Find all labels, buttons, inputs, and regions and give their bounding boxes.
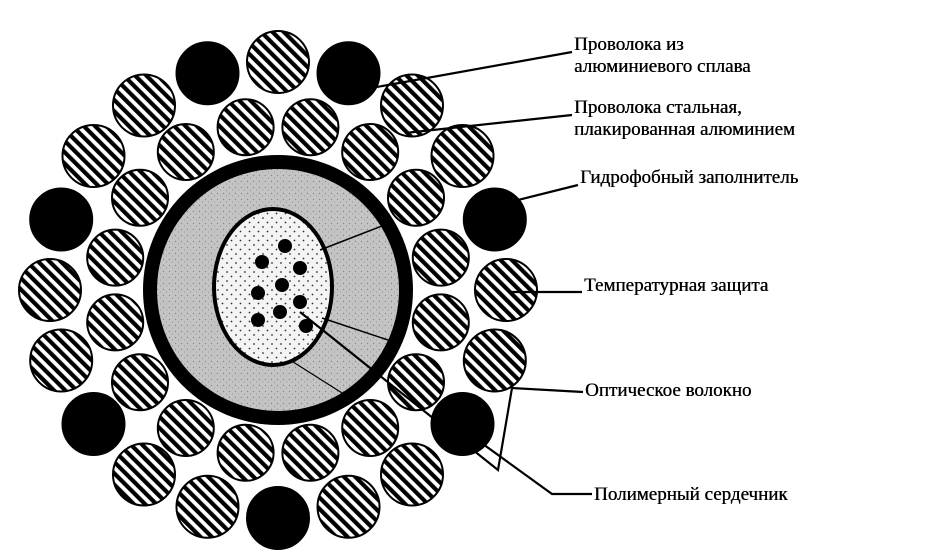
optical-fiber <box>273 305 287 319</box>
steel-aluminium-clad-wire <box>175 41 240 106</box>
optical-fiber <box>278 239 292 253</box>
steel-aluminium-clad-wire <box>462 187 527 252</box>
steel-aluminium-clad-wire <box>246 486 310 550</box>
tube-crack-3 <box>289 359 351 399</box>
label-temperature-protection: Температурная защита <box>584 275 769 296</box>
aluminium-alloy-wire <box>281 98 340 157</box>
leader-alloy-wire <box>359 50 573 92</box>
label-optical-fiber: Оптическое волокно <box>585 380 752 401</box>
optical-fibers <box>251 239 313 333</box>
aluminium-alloy-wire <box>156 123 215 181</box>
aluminium-alloy-wire <box>281 423 340 482</box>
aluminium-alloy-wire <box>111 168 169 227</box>
label-alloy-wire: Проволока из алюминиевого сплава <box>574 34 751 78</box>
tube-crack-2 <box>321 317 389 341</box>
aluminium-alloy-wire <box>387 353 445 412</box>
tube-crack-1 <box>319 221 393 251</box>
aluminium-alloy-wire <box>474 258 538 322</box>
optical-fiber <box>255 255 269 269</box>
label-hydrophobic-filler: Гидрофобный заполнитель <box>580 167 799 188</box>
aluminium-alloy-wire <box>246 30 310 94</box>
label-alloy-wire-line1: Проволока из <box>574 34 684 55</box>
aluminium-alloy-wire <box>430 124 495 188</box>
steel-aluminium-clad-wire <box>61 392 126 456</box>
inner-wire-layer <box>86 98 470 482</box>
optical-fiber <box>293 261 307 275</box>
optical-fiber <box>293 295 307 309</box>
optical-fiber <box>251 313 265 327</box>
aluminium-alloy-wire <box>29 328 94 393</box>
aluminium-alloy-wire <box>341 123 400 181</box>
aluminium-alloy-wire <box>411 293 470 352</box>
optical-fiber <box>299 319 313 333</box>
label-steel-wire-line2: плакированная алюминием <box>574 119 795 140</box>
aluminium-alloy-wire <box>341 399 400 457</box>
label-alloy-wire-line2: алюминиевого сплава <box>574 56 751 77</box>
aluminium-alloy-wire <box>175 474 240 539</box>
aluminium-alloy-wire <box>216 423 275 482</box>
aluminium-alloy-wire <box>380 73 444 138</box>
leader-optical-fiber <box>299 311 584 473</box>
aluminium-alloy-wire <box>86 293 145 352</box>
label-steel-wire: Проволока стальная, плакированная алюмин… <box>574 97 795 141</box>
aluminium-alloy-wire <box>86 228 145 287</box>
aluminium-alloy-wire <box>112 73 176 138</box>
aluminium-alloy-wire <box>216 98 275 157</box>
aluminium-alloy-wire <box>387 168 445 227</box>
steel-aluminium-clad-wire <box>316 41 381 106</box>
leader-filler <box>469 183 579 214</box>
aluminium-alloy-wire <box>61 124 126 188</box>
aluminium-alloy-wire <box>156 399 215 457</box>
aluminium-alloy-wire <box>316 474 381 539</box>
aluminium-alloy-wire <box>18 258 82 322</box>
aluminium-alloy-wire <box>411 228 470 287</box>
outer-wire-layer <box>18 30 538 550</box>
aluminium-alloy-wire <box>380 442 444 507</box>
leader-lines <box>299 50 592 496</box>
steel-aluminium-clad-wire <box>29 187 94 252</box>
aluminium-alloy-wire <box>462 328 527 393</box>
aluminium-alloy-wire <box>112 442 176 507</box>
label-steel-wire-line1: Проволока стальная, <box>574 97 742 118</box>
aluminium-alloy-wire <box>111 353 169 412</box>
optical-fiber <box>275 278 289 292</box>
polymer-core-ellipse <box>212 207 334 367</box>
label-polymer-core: Полимерный сердечник <box>594 484 788 505</box>
optical-fiber <box>251 286 265 300</box>
leader-polymer-core <box>457 425 592 496</box>
leader-steel-wire <box>404 113 573 135</box>
